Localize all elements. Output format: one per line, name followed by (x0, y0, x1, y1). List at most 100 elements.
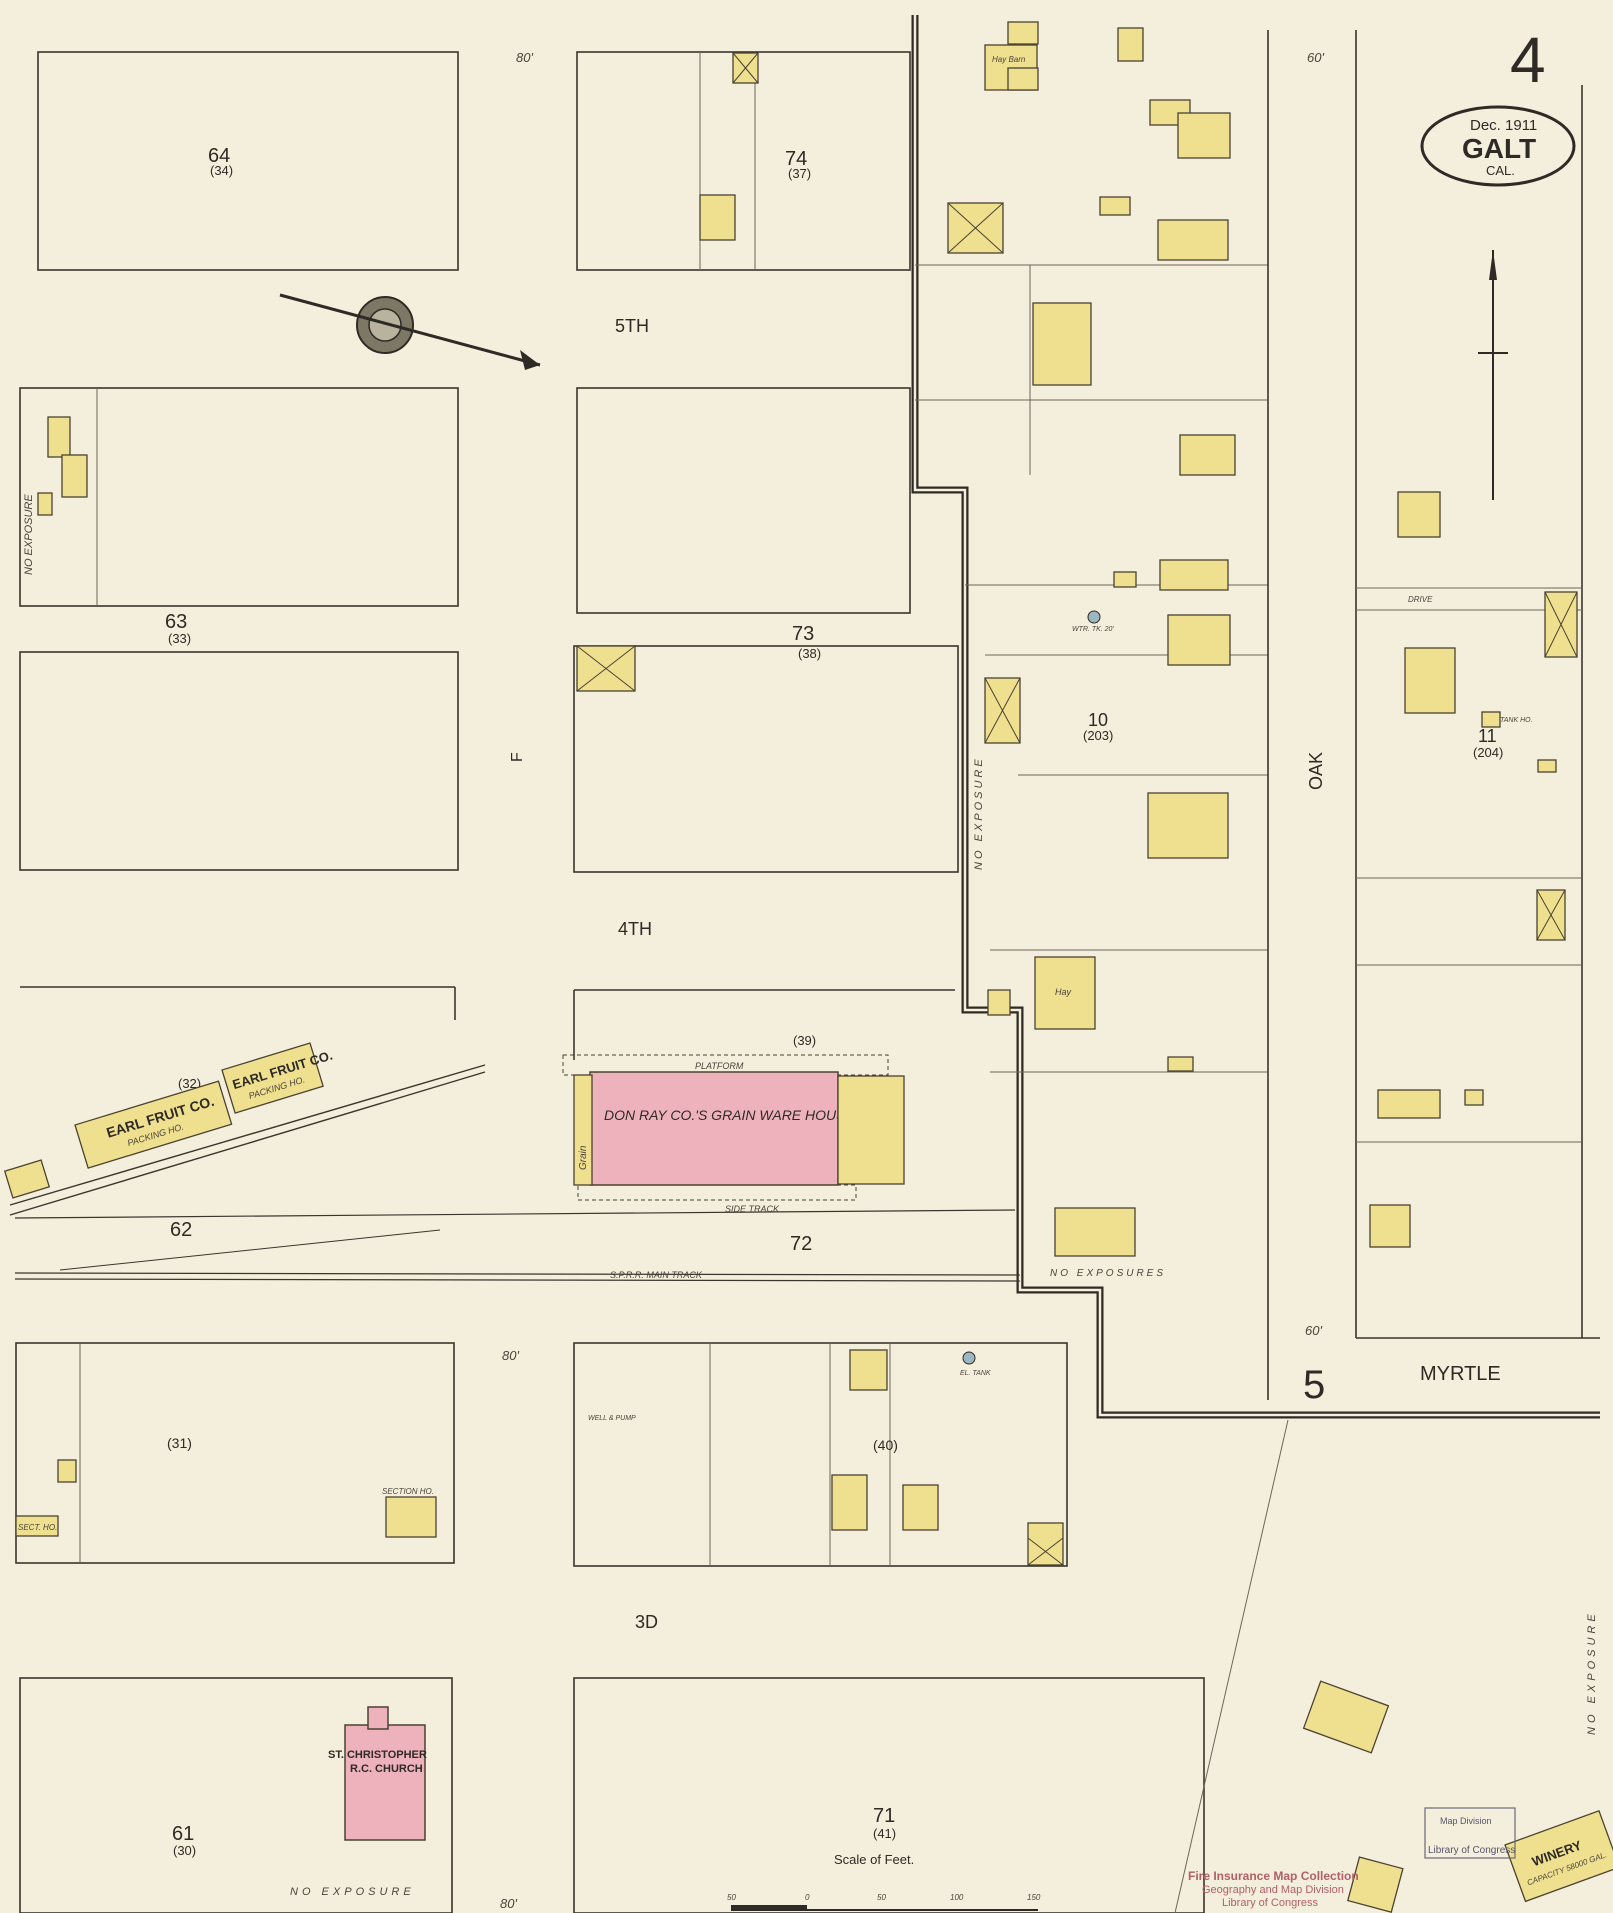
block-63-number: 63 (165, 611, 187, 633)
water-tank-label: WTR. TK. 20' (1072, 626, 1114, 633)
block-73-south (573, 645, 959, 873)
no-exposure-right: NO EXPOSURE (1586, 1610, 1598, 1735)
svg-text:50: 50 (877, 1893, 886, 1902)
svg-text:R.C. CHURCH: R.C. CHURCH (350, 1763, 423, 1775)
dwelling (831, 1474, 868, 1531)
el-tank (962, 1351, 976, 1365)
dwelling (1377, 1089, 1441, 1119)
block-73-old: (38) (798, 646, 821, 661)
tank-house-label: TANK HO. (1500, 717, 1533, 724)
block-64 (37, 51, 459, 271)
el-tank-label: EL. TANK (960, 1370, 991, 1377)
track-curve (59, 1229, 441, 1271)
svg-text:100: 100 (950, 1893, 964, 1902)
shed (1007, 67, 1039, 91)
well-pump-label: WELL & PUMP (588, 1415, 636, 1422)
block-61-number: 61 (172, 1823, 194, 1845)
dwelling (699, 194, 736, 241)
dim-60b: 60' (1305, 1323, 1322, 1338)
cartouche-town: GALT (1462, 133, 1536, 164)
block-10-number: 10 (1088, 710, 1108, 730)
st-christopher-church: ST. CHRISTOPHER R.C. CHURCH (328, 1706, 427, 1841)
shed (37, 492, 53, 516)
main-track (14, 1272, 1021, 1276)
dwelling (1159, 559, 1229, 591)
block-11-number: 11 (1478, 726, 1497, 746)
block-72-number: 72 (790, 1233, 812, 1255)
small-shed (57, 1459, 77, 1483)
svg-text:Library of Congress: Library of Congress (1428, 1845, 1515, 1856)
platform-south (577, 1184, 857, 1201)
block-32-old: (32) (178, 1076, 201, 1091)
block-74 (576, 51, 911, 271)
district-boundary-inner (913, 15, 1600, 1417)
shed (1167, 1056, 1194, 1072)
dwelling (1347, 1856, 1404, 1913)
dwelling (1099, 196, 1131, 216)
shed (1537, 759, 1557, 773)
dwelling (61, 454, 88, 498)
dwelling (902, 1484, 939, 1531)
loc-stamp: Fire Insurance Map Collection Geography … (1188, 1869, 1359, 1909)
x-mark (947, 202, 1004, 254)
sect-house-label: SECT. HO. (18, 1523, 57, 1532)
section-house-label: SECTION HO. (382, 1487, 434, 1496)
block-31 (15, 1342, 455, 1564)
block-62-number: 62 (170, 1219, 192, 1241)
dim-60: 60' (1307, 50, 1324, 65)
railroad-spur (9, 1071, 486, 1216)
x-mark (1536, 889, 1566, 941)
hay-barn-2 (1034, 956, 1096, 1030)
shed (1464, 1089, 1484, 1106)
svg-text:50: 50 (727, 1893, 736, 1902)
svg-text:Library of Congress: Library of Congress (1222, 1897, 1318, 1909)
block-39-old: (39) (793, 1033, 816, 1048)
platform-label: PLATFORM (695, 1061, 744, 1071)
dwelling (1032, 302, 1092, 386)
x-mark (732, 52, 759, 84)
street-oak: OAK (1306, 752, 1326, 790)
dwelling (1157, 219, 1229, 261)
dwelling (1147, 792, 1229, 859)
section-house (385, 1496, 437, 1538)
block-74-number: 74 (785, 148, 807, 170)
grain-annex (573, 1074, 593, 1186)
cartouche-date: Dec. 1911 (1470, 117, 1537, 134)
street-third: 3D (635, 1612, 658, 1632)
dim-80b: 80' (502, 1348, 519, 1363)
sawdust-shed (3, 1159, 51, 1199)
map-division-stamp: Map Division Library of Congress (1424, 1807, 1516, 1859)
compass-rose (279, 293, 541, 370)
north-arrow-head (1489, 250, 1497, 280)
block-63-north (19, 387, 459, 607)
cartouche-oval (1420, 105, 1576, 187)
side-track (14, 1209, 1016, 1219)
winery: WINERY CAPACITY 58000 GAL. (1504, 1809, 1613, 1903)
diagonal-lot (1174, 1419, 1289, 1913)
shed (1113, 571, 1137, 588)
x-mark (1027, 1537, 1064, 1566)
main-track-label: S.P.R.R. MAIN TRACK (610, 1270, 703, 1280)
main-track (14, 1278, 1021, 1282)
water-tank (1087, 610, 1101, 624)
dwelling (1179, 434, 1236, 476)
block-71 (573, 1677, 1205, 1913)
svg-text:Map Division: Map Division (1440, 1816, 1492, 1826)
shed (1117, 27, 1144, 62)
no-exposure-mid: NO EXPOSURE (973, 756, 985, 870)
block-40 (573, 1342, 1068, 1567)
block-71-number: 71 (873, 1805, 895, 1827)
shed (987, 989, 1011, 1016)
grain-warehouse-label: DON RAY CO.'S GRAIN WARE HOUSE (604, 1107, 855, 1123)
street-fourth: 4TH (618, 919, 652, 939)
earl-fruit-packing-2: EARL FRUIT CO. PACKING HO. (221, 1042, 334, 1114)
railroad-spur (9, 1064, 486, 1206)
grain-warehouse (589, 1071, 839, 1186)
sect-house (15, 1515, 59, 1537)
block-5-number: 5 (1303, 1363, 1325, 1407)
block-31-old: (31) (167, 1435, 192, 1451)
x-mark (1544, 591, 1578, 658)
block-73-north (576, 387, 911, 614)
dwelling (47, 416, 71, 458)
